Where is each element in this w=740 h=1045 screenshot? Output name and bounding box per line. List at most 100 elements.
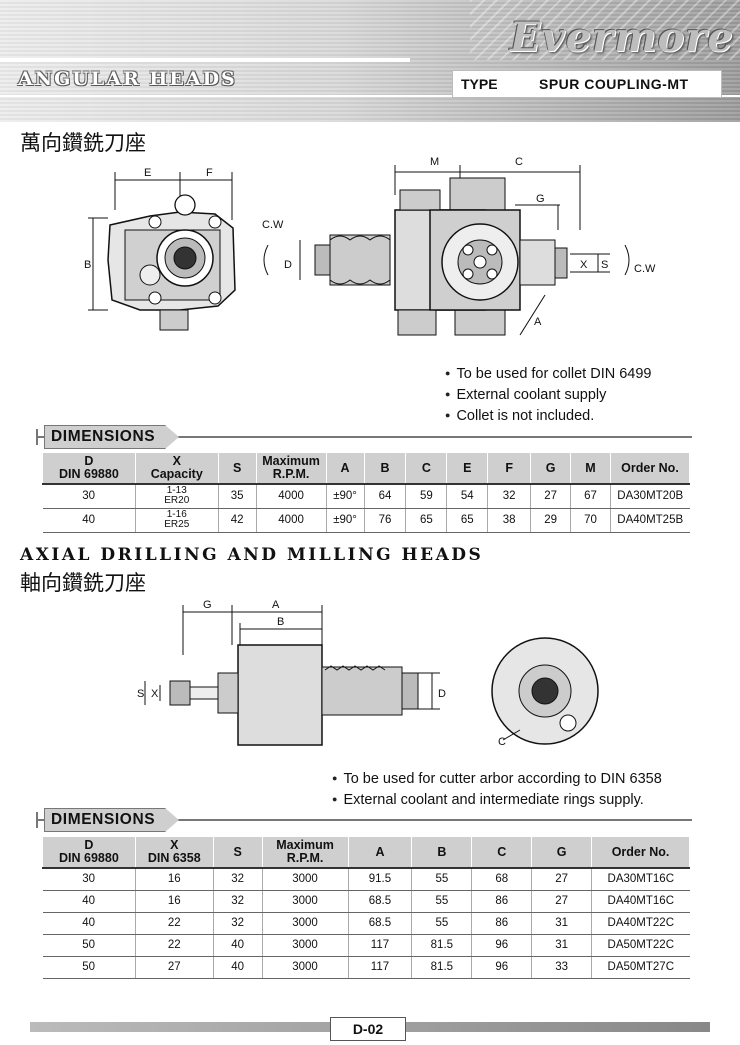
type-label: TYPE: [461, 76, 498, 92]
table-cell: 55: [411, 868, 473, 891]
column-header: F: [487, 452, 532, 485]
axial-title-cn: 軸向鑽銑刀座: [20, 572, 146, 595]
angular-note: Collet is not included.: [445, 406, 652, 427]
table-cell: 55: [411, 912, 473, 935]
cw-label-right: C.W: [634, 263, 656, 275]
table-cell: 40: [42, 912, 136, 935]
table-cell: 3000: [262, 890, 349, 913]
table-cell: 117: [348, 956, 413, 979]
dim-label-s: S: [601, 259, 608, 271]
table-cell: ±90°: [326, 508, 365, 533]
table-cell: 4000: [256, 484, 327, 509]
dim-label-g: G: [203, 599, 212, 611]
table-cell: 86: [471, 890, 533, 913]
table-cell: DA40MT22C: [591, 912, 690, 935]
table-cell: 30: [42, 868, 136, 891]
table-cell: 68.5: [348, 890, 413, 913]
section-title: ANGULAR HEADS: [18, 68, 237, 90]
table-cell: 30: [42, 484, 136, 509]
table-cell: 81.5: [411, 934, 473, 957]
table-cell: 50: [42, 934, 136, 957]
table-cell: 3000: [262, 868, 349, 891]
dim-label-e: E: [144, 167, 151, 179]
table-cell: 27: [531, 868, 593, 891]
table-cell: 3000: [262, 912, 349, 935]
axial-dimensions-banner: DIMENSIONS: [36, 807, 692, 833]
column-header: Order No.: [591, 836, 690, 869]
table-cell: 32: [213, 912, 263, 935]
table-cell: 33: [531, 956, 593, 979]
type-value: SPUR COUPLING-MT: [539, 76, 689, 92]
table-cell: 68: [471, 868, 533, 891]
angular-dimensions-label: DIMENSIONS: [44, 425, 180, 449]
table-cell: 27: [135, 956, 214, 979]
table-cell: DA30MT16C: [591, 868, 690, 891]
dim-label-c: C: [515, 156, 523, 168]
table-cell: 38: [487, 508, 532, 533]
dim-label-b: B: [277, 616, 284, 628]
table-cell: 31: [531, 912, 593, 935]
table-cell: 67: [570, 484, 611, 509]
dim-label-a: A: [272, 599, 280, 611]
table-cell: 81.5: [411, 956, 473, 979]
angular-title-cn: 萬向鑽銑刀座: [20, 132, 146, 155]
table-cell: 50: [42, 956, 136, 979]
column-header: M: [570, 452, 611, 485]
column-header: G: [530, 452, 572, 485]
table-cell: 27: [530, 484, 572, 509]
dim-label-g: G: [536, 193, 545, 205]
column-header: B: [363, 452, 407, 485]
table-cell: DA40MT16C: [591, 890, 690, 913]
axial-note: External coolant and intermediate rings …: [332, 790, 662, 811]
table-cell: 96: [471, 934, 533, 957]
table-cell: 40: [42, 508, 136, 533]
dim-label-a: A: [534, 316, 542, 328]
column-header: S: [217, 452, 257, 485]
axial-title-en: AXIAL DRILLING AND MILLING HEADS: [20, 545, 484, 565]
table-cell: 16: [135, 890, 214, 913]
table-cell: DA40MT25B: [610, 508, 690, 533]
axial-note: To be used for cutter arbor according to…: [332, 769, 661, 790]
table-cell: 55: [411, 890, 473, 913]
axial-dimensions-label: DIMENSIONS: [44, 808, 180, 832]
table-cell: DA50MT22C: [591, 934, 690, 957]
dim-label-c: C: [498, 736, 506, 748]
table-cell: 40: [42, 890, 136, 913]
table-cell: 42: [218, 508, 257, 533]
table-cell: 117: [348, 934, 413, 957]
dim-label-b: B: [84, 259, 91, 271]
table-cell: 35: [218, 484, 257, 509]
table-cell: 22: [135, 912, 214, 935]
table-cell: 65: [405, 508, 448, 533]
angular-head-drawing: E F B M C G D X S A C.W C.W: [84, 156, 656, 336]
table-cell: 3000: [262, 934, 349, 957]
column-header: E: [446, 452, 489, 485]
angular-note: To be used for collet DIN 6499: [445, 364, 651, 385]
column-header: Order No.: [609, 452, 691, 485]
column-header: B: [411, 836, 473, 869]
page-number: D-02: [330, 1017, 406, 1041]
table-cell: DA30MT20B: [610, 484, 690, 509]
table-cell: 32: [213, 890, 263, 913]
table-cell: DA50MT27C: [591, 956, 690, 979]
dim-label-d: D: [438, 688, 446, 700]
angular-dimensions-banner: DIMENSIONS: [36, 424, 692, 450]
table-cell: 40: [213, 934, 263, 957]
column-header: A: [347, 836, 413, 869]
table-cell: 27: [531, 890, 593, 913]
table-cell: ±90°: [326, 484, 365, 509]
